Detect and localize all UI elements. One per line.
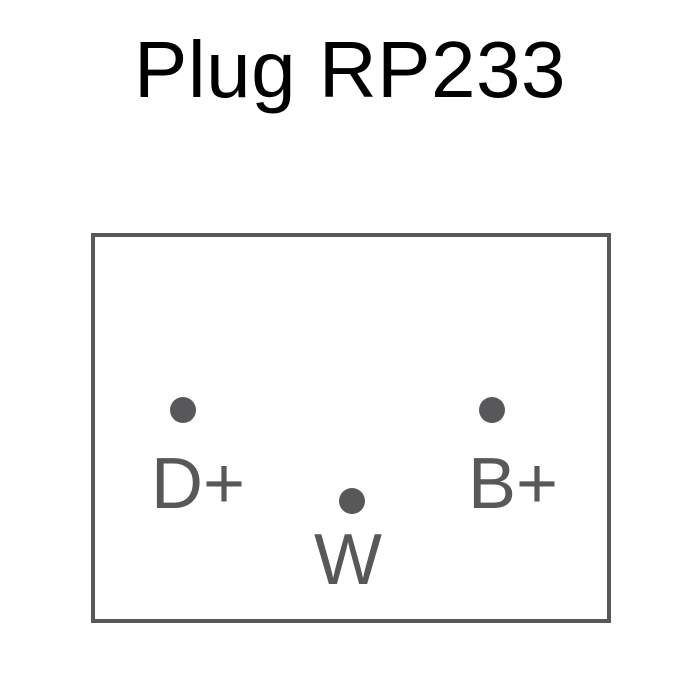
pin-w-dot <box>339 488 365 514</box>
pin-d-plus-label: D+ <box>151 444 246 524</box>
pin-b-plus-label: B+ <box>468 444 559 524</box>
pin-d-plus-dot <box>170 397 196 423</box>
pin-w-label: W <box>314 520 382 600</box>
diagram-title: Plug RP233 <box>134 25 566 114</box>
pin-b-plus-dot <box>479 397 505 423</box>
plug-outline <box>91 233 611 623</box>
